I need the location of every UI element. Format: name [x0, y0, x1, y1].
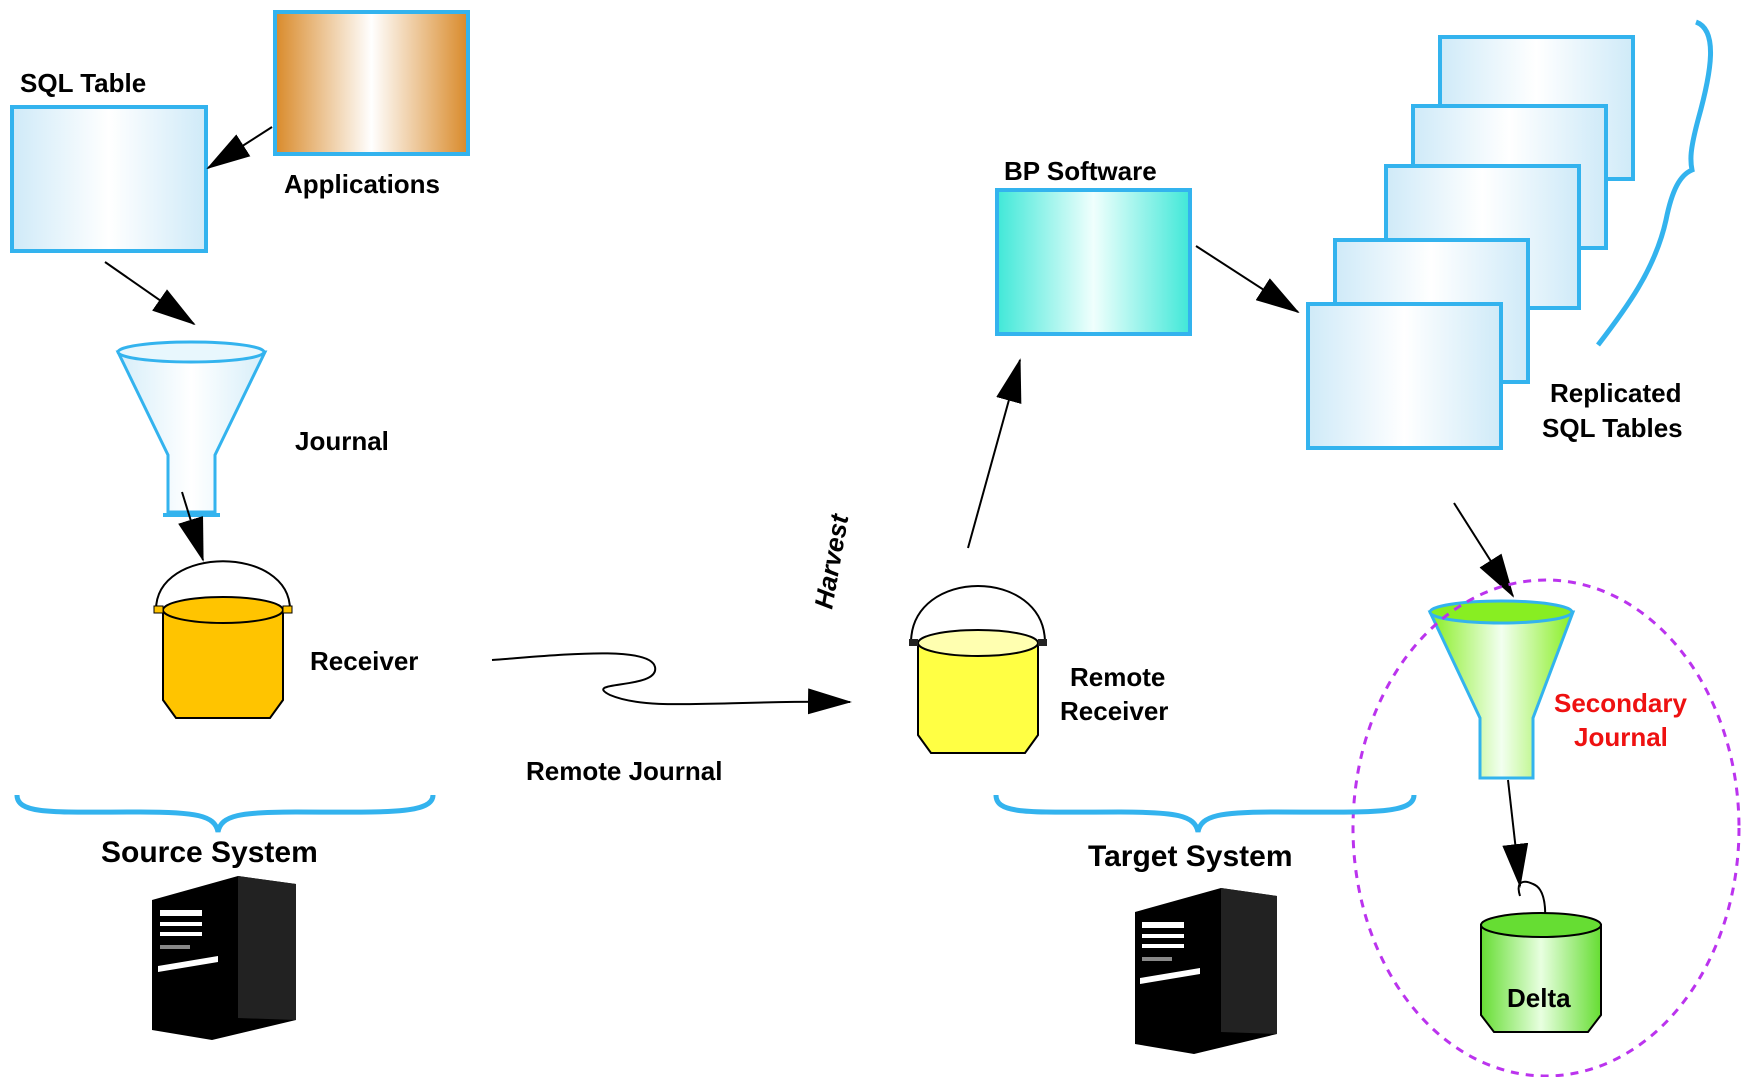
remote-receiver-bucket-icon	[909, 585, 1047, 754]
bp-software-box	[995, 188, 1192, 336]
applications-label: Applications	[284, 169, 440, 199]
target-system-brace	[993, 794, 1417, 833]
receiver-label: Receiver	[310, 646, 418, 676]
journal-label: Journal	[295, 426, 389, 456]
replicated-tables-brace	[1596, 19, 1714, 347]
secondary-journal-label-line1: Secondary	[1554, 688, 1687, 718]
remote-journal-label: Remote Journal	[526, 756, 723, 786]
bp-to-tables-arrow	[1195, 245, 1300, 314]
receiver-bucket-icon	[153, 560, 293, 719]
tables-to-secondary-journal-arrow	[1453, 502, 1515, 598]
delta-bucket-icon	[1480, 880, 1602, 1033]
secondary-journal-funnel-icon	[1427, 599, 1576, 780]
sql-table-label: SQL Table	[20, 68, 146, 98]
bp-software-label: BP Software	[1004, 156, 1157, 186]
target-server-icon	[1135, 888, 1277, 1054]
secondary-journal-to-delta-arrow	[1502, 779, 1529, 888]
applications-box	[273, 10, 470, 156]
delta-label: Delta	[1507, 983, 1571, 1013]
remote-receiver-label-line1: Remote	[1070, 662, 1165, 692]
sql-table-box	[10, 105, 208, 253]
table-to-journal-arrow	[104, 261, 196, 326]
replicated-label-line1: Replicated	[1550, 378, 1682, 408]
source-system-label: Source System	[101, 836, 318, 869]
receiver-to-bp-arrow	[967, 358, 1022, 549]
target-system-label: Target System	[1088, 840, 1293, 873]
replicated-tables-stack	[1306, 35, 1635, 450]
replicated-label-line2: SQL Tables	[1542, 413, 1683, 443]
secondary-journal-label-line2: Journal	[1574, 722, 1668, 752]
secondary-journal-highlight-ellipse	[1351, 578, 1741, 1077]
remote-journal-connection	[491, 652, 852, 715]
journal-to-receiver-arrow	[178, 491, 204, 562]
harvest-label: Harvest	[808, 511, 854, 611]
journal-funnel-icon	[115, 340, 268, 517]
remote-receiver-label-line2: Receiver	[1060, 696, 1168, 726]
source-system-brace	[14, 794, 436, 833]
source-server-icon	[152, 876, 296, 1040]
applications-to-table-arrow	[206, 126, 273, 170]
